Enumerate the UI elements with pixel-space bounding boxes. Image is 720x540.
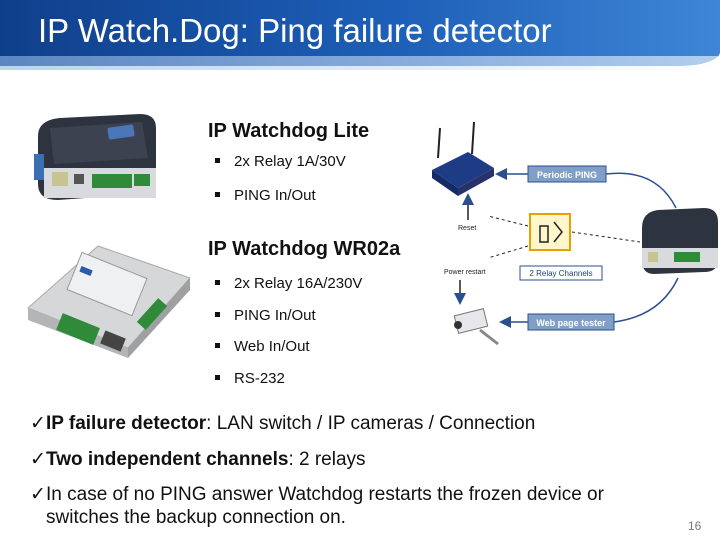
reset-label: Reset (458, 225, 476, 232)
watchdog-device-icon (642, 208, 718, 274)
slide-header: IP Watch.Dog: Ping failure detector (0, 0, 720, 72)
watchdog-lite-image (34, 114, 156, 200)
header-band (0, 0, 720, 66)
page-number: 16 (688, 519, 702, 533)
relay-icon (529, 213, 571, 251)
main-bullet-3-line-2: switches the backup connection on. (46, 507, 346, 528)
feature-item: PING In/Out (215, 307, 316, 324)
main-bullet-2: Two independent channels: 2 relays (46, 449, 366, 470)
main-bullet-1: IP failure detector: LAN switch / IP cam… (46, 413, 536, 434)
router-icon (432, 121, 494, 196)
main-bullet-3: In case of no PING answer Watchdog resta… (46, 483, 604, 529)
product-title-lite: IP Watchdog Lite (208, 120, 370, 142)
slide-title: IP Watch.Dog: Ping failure detector (38, 12, 552, 49)
relay-channels-label: 2 Relay Channels (529, 269, 592, 278)
feature-item: RS-232 (215, 370, 285, 387)
feature-item: 2x Relay 16A/230V (215, 275, 362, 292)
power-restart-label: Power restart (444, 269, 486, 276)
check-icon: ✓ (30, 413, 46, 434)
web-page-tester-label: Web page tester (536, 318, 606, 328)
main-bullet-3-line-1: In case of no PING answer Watchdog resta… (46, 484, 604, 505)
check-icon: ✓ (30, 449, 46, 470)
connection-diagram: Periodic PING Reset 2 Relay Channels Pow… (432, 121, 718, 346)
periodic-ping-label: Periodic PING (537, 170, 597, 180)
check-icon: ✓ (30, 484, 46, 505)
feature-item: Web In/Out (215, 338, 310, 355)
feature-item: PING In/Out (215, 187, 316, 204)
relay-channels-tag (519, 265, 603, 281)
header-swoosh (0, 56, 720, 70)
feature-item: 2x Relay 1A/30V (215, 153, 346, 170)
product-title-wr02a: IP Watchdog WR02a (208, 238, 401, 260)
ip-camera-icon (453, 308, 499, 346)
watchdog-wr02a-image (27, 245, 191, 358)
